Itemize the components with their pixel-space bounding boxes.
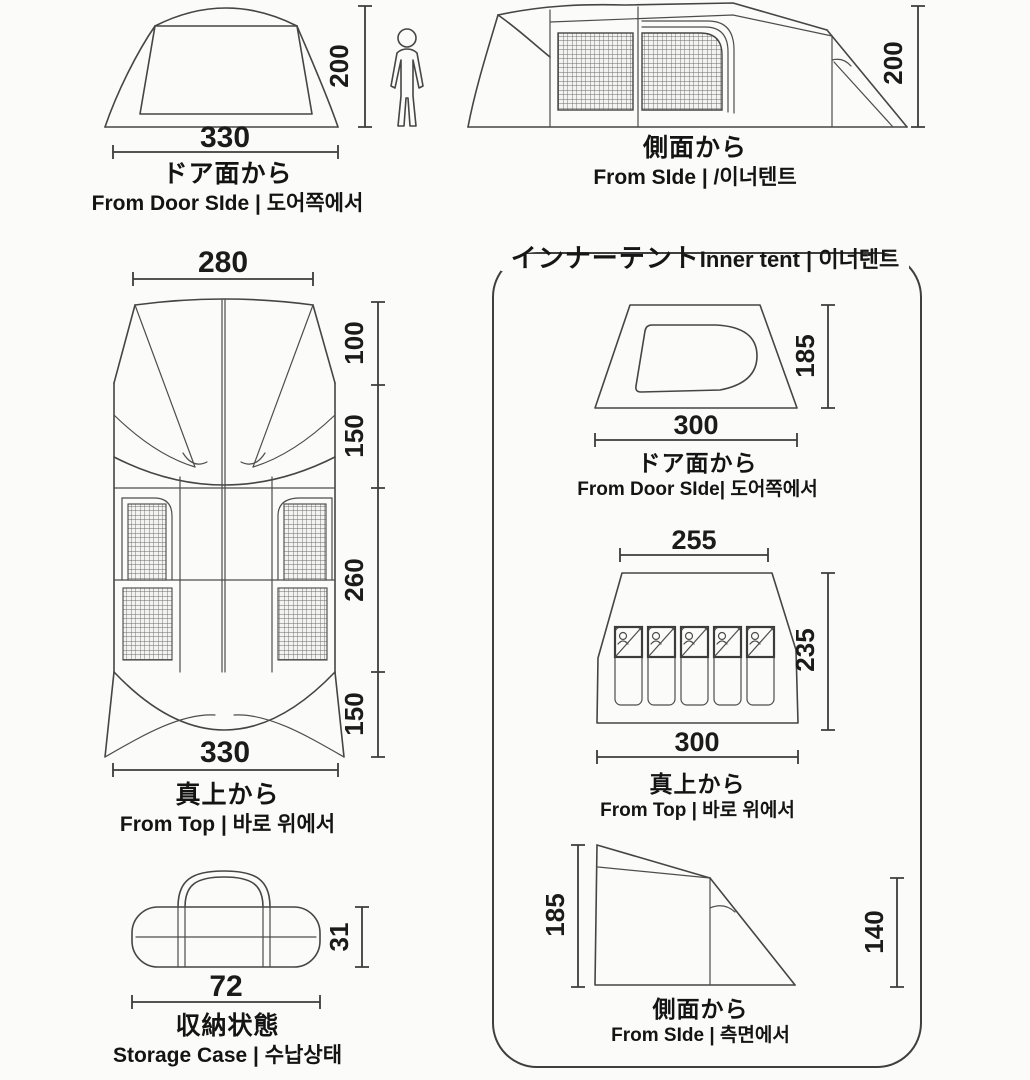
inner-top-view: 255: [560, 525, 850, 775]
inner-top-bottom-width-value: 300: [674, 727, 719, 757]
seg-100-value: 100: [339, 321, 369, 364]
outer-top-caption: 真上から From Top | 바로 위에서: [75, 781, 380, 837]
outer-top-view: 280: [95, 245, 405, 830]
storage-height-value: 31: [324, 923, 354, 952]
outer-top-view-drawing: 280: [104, 246, 385, 777]
outer-top-bottom-width-value: 330: [200, 736, 250, 769]
storage-case-drawing: 72 31: [131, 870, 369, 1009]
storage-case-view: 72 31: [100, 860, 400, 1010]
inner-door-caption: ドア面から From Door SIde| 도어쪽에서: [550, 450, 845, 501]
sleeping-bag-icon: [745, 625, 776, 706]
outer-side-view: 200: [455, 0, 935, 200]
outer-door-height-value: 200: [324, 44, 354, 87]
height-dimension: 185: [790, 304, 835, 409]
mesh-door: [641, 20, 735, 114]
inner-side-view-drawing: 185 140: [540, 844, 904, 988]
inner-title-rest: Inner tent | 이너텐트: [699, 247, 900, 272]
outer-top-caption-sub: From Top | 바로 위에서: [119, 812, 336, 836]
inner-door-caption-jp: ドア面から: [637, 450, 758, 476]
inner-top-width-value: 255: [671, 525, 716, 555]
sleeping-bag-icon: [646, 625, 677, 706]
bottom-width-dimension: 330: [112, 736, 339, 777]
outer-side-caption: 側面から From SIde | /이너텐트: [530, 134, 860, 190]
outer-door-view-drawing: 330 200: [104, 5, 424, 159]
mesh-window: [122, 587, 173, 661]
inner-side-caption-sub: From SIde | 측면에서: [611, 1025, 790, 1047]
outer-door-width-value: 330: [200, 121, 250, 154]
storage-width-value: 72: [209, 970, 242, 1003]
outer-door-caption-sub: From Door SIde | 도어쪽에서: [91, 191, 364, 215]
inner-tent-panel: [492, 252, 922, 1068]
bottom-width-dimension: 300: [596, 727, 799, 764]
inner-top-caption-sub: From Top | 바로 위에서: [600, 800, 795, 822]
inner-door-caption-sub: From Door SIde| 도어쪽에서: [577, 479, 818, 501]
seg-150-lower-value: 150: [339, 692, 369, 735]
sleeping-bag-icon: [613, 625, 644, 706]
inner-top-view-drawing: 255: [596, 525, 835, 764]
inner-door-view: 185 300: [560, 290, 850, 455]
inner-top-caption: 真上から From Top | 바로 위에서: [550, 771, 845, 822]
storage-caption-jp: 収納状態: [175, 1012, 280, 1040]
inner-side-caption: 側面から From SIde | 측면에서: [553, 996, 848, 1047]
inner-top-depth-value: 235: [790, 628, 820, 671]
height-dimension: 200: [878, 5, 925, 128]
inner-door-height-value: 185: [790, 334, 820, 377]
seg-150-upper-value: 150: [339, 414, 369, 457]
inner-top-caption-jp: 真上から: [649, 771, 746, 797]
height-dimension: 31: [324, 906, 369, 968]
outer-door-view: 330 200: [95, 0, 435, 225]
inner-side-view: 185 140: [540, 835, 915, 1000]
inner-tent-top-outline-icon: [596, 572, 799, 724]
left-height-dimension: 185: [540, 844, 585, 988]
storage-bag-icon: [131, 870, 321, 968]
outer-side-caption-jp: 側面から: [642, 134, 747, 162]
sleeping-bag-icon: [712, 625, 743, 706]
right-height-dimension: 140: [859, 877, 904, 988]
inner-tent-panel-title: インナーテントInner tent | 이너텐트: [492, 238, 918, 275]
inner-side-caption-jp: 側面から: [652, 996, 749, 1022]
storage-caption-sub: Storage Case | 수납상태: [112, 1043, 343, 1067]
top-width-dimension: 280: [132, 246, 314, 286]
sleeping-bag-icon: [679, 625, 710, 706]
person-icon: [390, 28, 424, 127]
mesh-window: [121, 497, 173, 581]
outer-side-view-drawing: 200: [467, 2, 925, 128]
depth-dimension: 235: [790, 572, 835, 731]
outer-door-caption-jp: ドア面から: [162, 160, 293, 188]
mesh-window: [277, 497, 333, 581]
tent-side-outline-icon: [467, 2, 908, 128]
inner-side-left-height-value: 185: [540, 893, 570, 936]
tent-front-outline-icon: [104, 7, 339, 128]
mesh-window: [277, 587, 328, 661]
width-dimension: 330: [112, 121, 339, 159]
depth-dimension-stack: 100 150 260 150: [339, 301, 385, 758]
outer-side-height-value: 200: [878, 41, 908, 84]
inner-side-right-height-value: 140: [859, 910, 889, 953]
inner-tent-side-outline-icon: [594, 844, 796, 986]
mesh-window: [557, 32, 634, 111]
tent-top-outline-icon: [104, 298, 345, 758]
top-width-dimension: 255: [619, 525, 769, 562]
outer-door-caption: ドア面から From Door SIde | 도어쪽에서: [60, 160, 395, 216]
outer-top-width-value: 280: [198, 246, 248, 279]
outer-top-caption-jp: 真上から: [175, 781, 280, 809]
width-dimension: 72: [131, 970, 321, 1009]
seg-260-value: 260: [339, 558, 369, 601]
width-dimension: 300: [594, 410, 798, 447]
height-dimension: 200: [324, 5, 372, 128]
inner-tent-front-outline-icon: [594, 304, 798, 409]
inner-door-view-drawing: 185 300: [594, 304, 835, 447]
inner-title-jp: インナーテント: [510, 243, 700, 273]
inner-door-width-value: 300: [673, 410, 718, 440]
storage-caption: 収納状態 Storage Case | 수납상태: [70, 1012, 385, 1068]
outer-side-caption-sub: From SIde | /이너텐트: [593, 165, 797, 189]
